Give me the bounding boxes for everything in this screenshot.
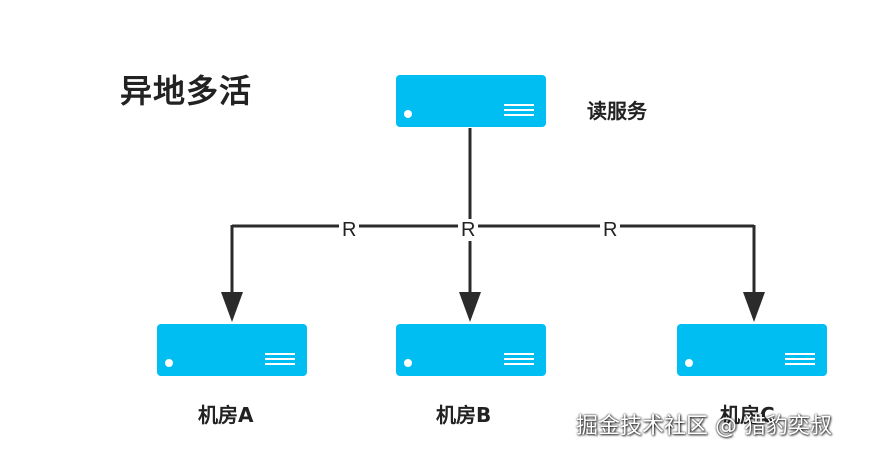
server-vent-icon — [504, 353, 534, 367]
server-led-icon — [404, 359, 412, 367]
room-c-server — [677, 324, 827, 376]
room-b-label: 机房B — [436, 403, 492, 427]
arrowhead-a — [221, 292, 243, 322]
edge-label-c: R — [600, 219, 621, 241]
server-vent-icon — [265, 353, 295, 367]
server-led-icon — [685, 359, 693, 367]
watermark: 掘金技术社区 @ 猎豹奕叔 — [576, 414, 832, 439]
room-a-label: 机房A — [198, 403, 254, 427]
room-b-server — [396, 324, 546, 376]
arrowhead-b — [459, 292, 481, 322]
read-service-server — [396, 75, 546, 127]
edge-label-a: R — [339, 219, 360, 241]
server-led-icon — [165, 359, 173, 367]
arrowhead-c — [743, 292, 765, 322]
diagram-title: 异地多活 — [120, 72, 253, 110]
room-c-label: 机房C — [720, 403, 775, 427]
server-vent-icon — [785, 353, 815, 367]
edge-label-b: R — [458, 219, 479, 241]
server-vent-icon — [504, 104, 534, 118]
server-led-icon — [404, 110, 412, 118]
read-service-label: 读服务 — [587, 99, 647, 123]
room-a-server — [157, 324, 307, 376]
